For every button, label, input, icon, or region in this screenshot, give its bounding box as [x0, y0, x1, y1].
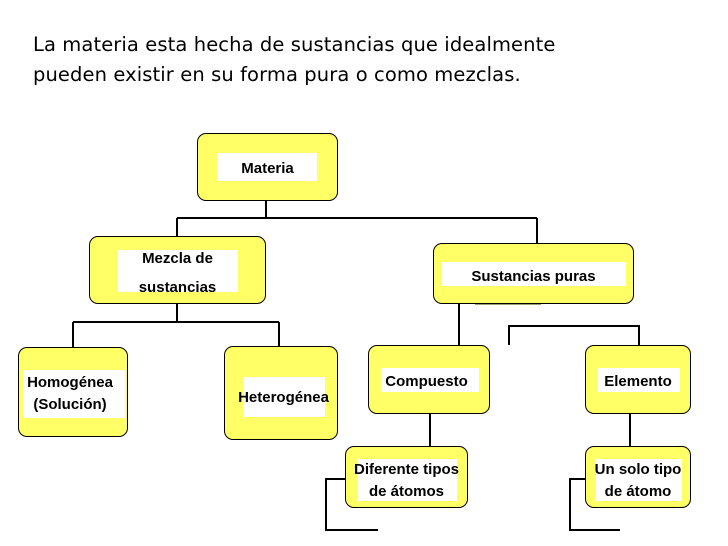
node-sustancias-puras-label: Sustancias puras [471, 268, 596, 285]
node-un-solo-label-1: Un solo tipo [594, 461, 682, 478]
node-compuesto: Compuesto [368, 345, 490, 414]
node-compuesto-label: Compuesto [385, 373, 468, 390]
node-mezcla-label-2: sustancias [138, 279, 217, 296]
node-elemento: Elemento [585, 345, 691, 414]
connector-unsolo-bracket [569, 478, 620, 531]
node-heterogenea: Heterogénea [224, 346, 338, 440]
node-mezcla: Mezcla de sustancias [89, 236, 266, 304]
slide-title: La materia esta hecha de sustancias que … [33, 30, 713, 90]
title-line-1: La materia esta hecha de sustancias que … [33, 33, 556, 56]
node-un-solo-label-2: de átomo [604, 483, 672, 500]
node-homogenea: Homogénea (Solución) [18, 347, 128, 437]
connector-diferente-bracket [325, 478, 378, 531]
node-materia-label: Materia [241, 160, 294, 177]
node-diferente-label-2: de átomos [368, 483, 444, 500]
connector-to-elemento [508, 325, 640, 345]
node-heterogenea-label: Heterogénea [238, 389, 329, 406]
node-diferente-tipos: Diferente tipos de átomos [345, 446, 468, 508]
node-mezcla-label-1: Mezcla de [142, 250, 213, 267]
title-line-2: pueden existir en su forma pura o como m… [33, 63, 521, 86]
node-elemento-label: Elemento [604, 373, 672, 390]
node-diferente-label-1: Diferente tipos [353, 461, 459, 478]
node-homogenea-label-1: Homogénea [27, 374, 113, 391]
node-homogenea-label-2: (Solución) [33, 396, 107, 413]
node-sustancias-puras: Sustancias puras [433, 243, 634, 304]
node-materia: Materia [197, 133, 338, 201]
node-un-solo-tipo: Un solo tipo de átomo [585, 446, 691, 508]
